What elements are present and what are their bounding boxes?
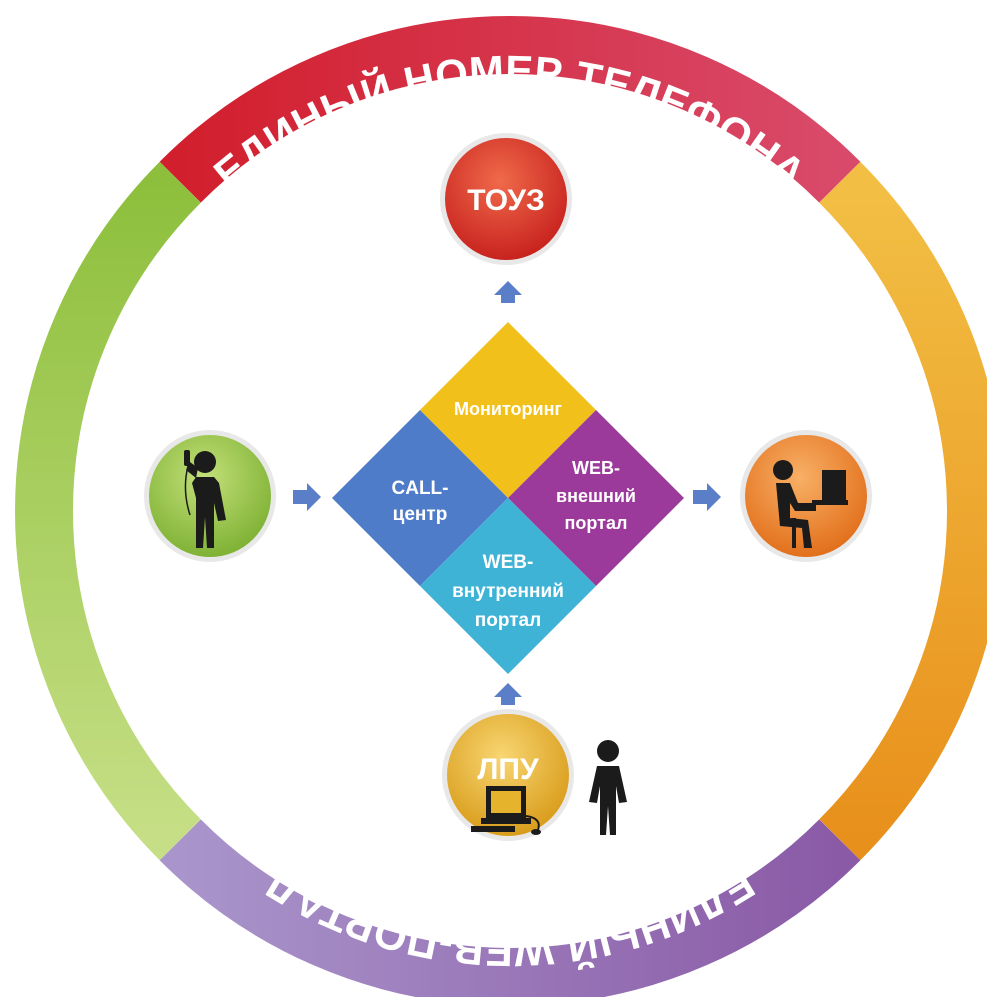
- quadrant-web-external-line1: WEB-: [572, 458, 620, 478]
- person-at-computer-icon: [773, 460, 848, 548]
- ring-segment-right: [819, 161, 987, 861]
- quadrant-web-external-line2: внешний: [556, 486, 636, 506]
- central-diamond: Мониторинг CALL- центр WEB- внешний порт…: [332, 322, 684, 674]
- ring-segment-left: [15, 161, 201, 861]
- arrows: [293, 281, 721, 705]
- node-operator: [740, 430, 872, 562]
- node-lpu: ЛПУ: [442, 709, 574, 841]
- arrow-up-top-icon: [494, 281, 522, 303]
- quadrant-web-external-line3: портал: [565, 513, 628, 533]
- computer-icon: [471, 786, 541, 835]
- quadrant-call-center-line1: CALL-: [392, 478, 449, 499]
- person-with-phone-icon: [184, 450, 226, 548]
- ring-segment-bottom: [159, 819, 861, 997]
- node-touz-label: ТОУЗ: [467, 184, 545, 217]
- quadrant-web-internal: [420, 498, 596, 674]
- node-lpu-label: ЛПУ: [477, 753, 539, 786]
- node-touz: ТОУЗ: [440, 133, 572, 265]
- quadrant-call-center-line2: центр: [393, 504, 448, 525]
- quadrant-monitoring-label: Мониторинг: [454, 399, 562, 419]
- quadrant-web-internal-line2: внутренний: [452, 581, 564, 602]
- person-icon: [589, 740, 627, 835]
- ring-segment-top: [159, 16, 861, 203]
- arrow-up-bottom-icon: [494, 683, 522, 705]
- quadrant-web-internal-line1: WEB-: [483, 552, 534, 573]
- arrow-right-right-icon: [693, 483, 721, 511]
- arrow-right-left-icon: [293, 483, 321, 511]
- quadrant-web-internal-line3: портал: [475, 610, 541, 631]
- node-caller: [144, 430, 276, 562]
